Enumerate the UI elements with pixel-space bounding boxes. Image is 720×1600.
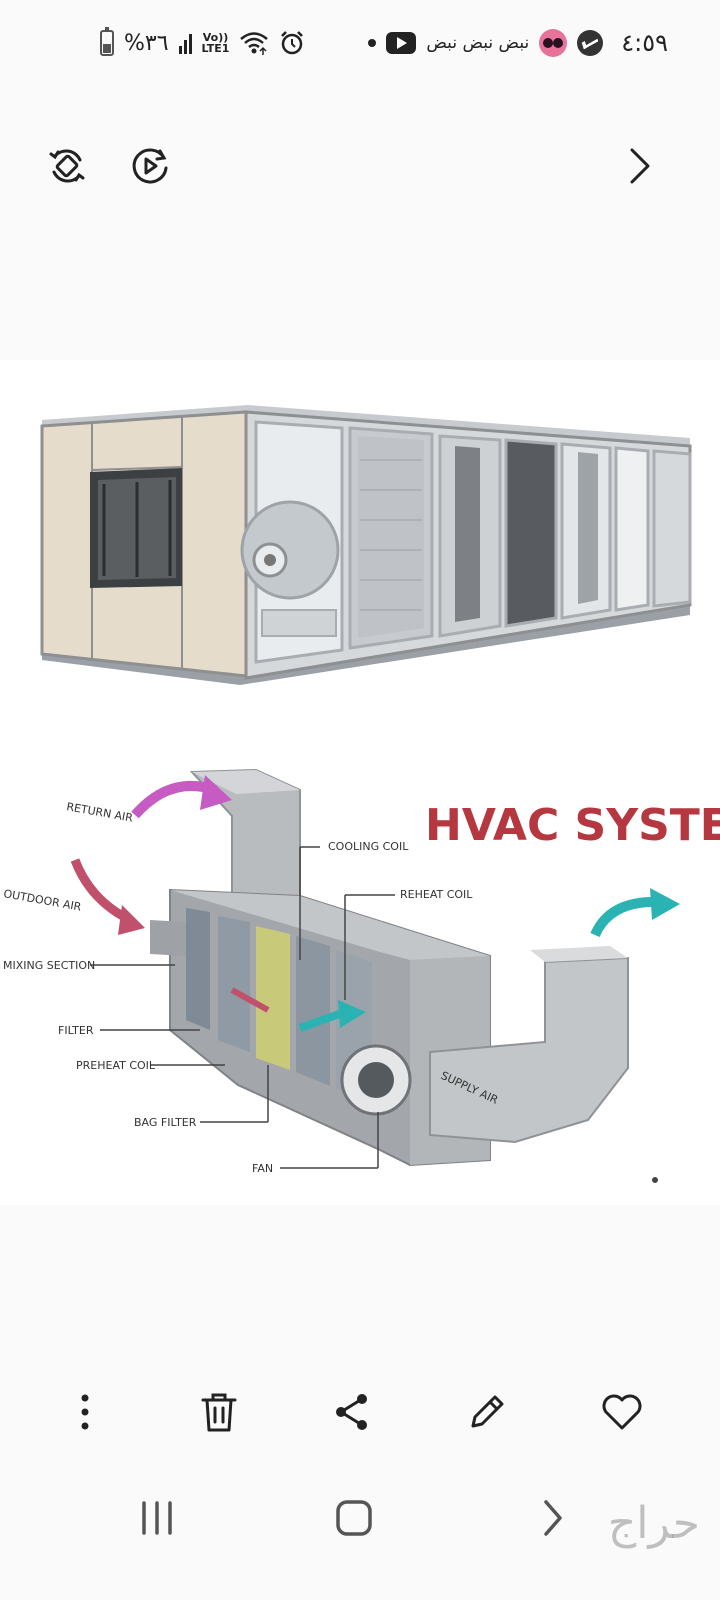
label-reheat-coil: REHEAT COIL bbox=[400, 888, 473, 901]
alarm-icon bbox=[281, 31, 304, 55]
battery-percent: %٣٦ bbox=[124, 30, 169, 56]
photo-viewer-image[interactable]: HVAC SYSTEM bbox=[0, 360, 720, 1205]
label-mixing-section: MIXING SECTION bbox=[3, 959, 95, 972]
share-icon[interactable] bbox=[330, 1390, 374, 1434]
home-icon[interactable] bbox=[332, 1496, 376, 1540]
notification-dot bbox=[368, 39, 377, 47]
back-icon[interactable] bbox=[530, 1496, 574, 1540]
label-fan: FAN bbox=[252, 1162, 273, 1175]
messenger-icon bbox=[577, 30, 604, 56]
edit-icon[interactable] bbox=[465, 1390, 509, 1434]
haraj-watermark: حراج bbox=[607, 1498, 700, 1549]
status-bar-left: %٣٦ Vo)) LTE1 bbox=[100, 26, 305, 60]
delete-icon[interactable] bbox=[197, 1390, 241, 1434]
chevron-right-icon[interactable] bbox=[620, 146, 660, 186]
signal-icon bbox=[178, 32, 192, 54]
notification-text: نبض نبض نبض bbox=[426, 33, 530, 53]
recent-apps-icon[interactable] bbox=[135, 1496, 179, 1540]
label-filter: FILTER bbox=[58, 1024, 94, 1037]
network-label-bottom: LTE1 bbox=[201, 42, 230, 55]
app-icon bbox=[539, 29, 568, 57]
hvac-diagram: HVAC SYSTEM bbox=[0, 760, 720, 1205]
label-preheat-coil: PREHEAT COIL bbox=[76, 1059, 156, 1072]
diagram-title: HVAC SYSTEM bbox=[425, 800, 720, 851]
air-handling-unit-photo bbox=[40, 405, 692, 685]
wifi-icon bbox=[240, 32, 269, 55]
more-options-icon[interactable] bbox=[63, 1390, 107, 1434]
rotate-icon[interactable] bbox=[47, 146, 87, 186]
battery-icon bbox=[100, 27, 114, 56]
status-bar-right: نبض نبض نبض ٤:٥٩ bbox=[368, 26, 668, 60]
network-label-top: Vo)) bbox=[202, 31, 229, 44]
label-cooling-coil: COOLING COIL bbox=[328, 840, 409, 853]
video-play-icon[interactable] bbox=[130, 146, 170, 186]
label-bag-filter: BAG FILTER bbox=[134, 1116, 197, 1129]
status-time: ٤:٥٩ bbox=[621, 29, 668, 57]
status-bar: %٣٦ Vo)) LTE1 نبض نبض نبض ٤:٥٩ bbox=[0, 0, 720, 90]
favorite-icon[interactable] bbox=[600, 1390, 644, 1434]
network-type: Vo)) LTE1 bbox=[202, 32, 230, 54]
youtube-icon bbox=[386, 32, 417, 54]
